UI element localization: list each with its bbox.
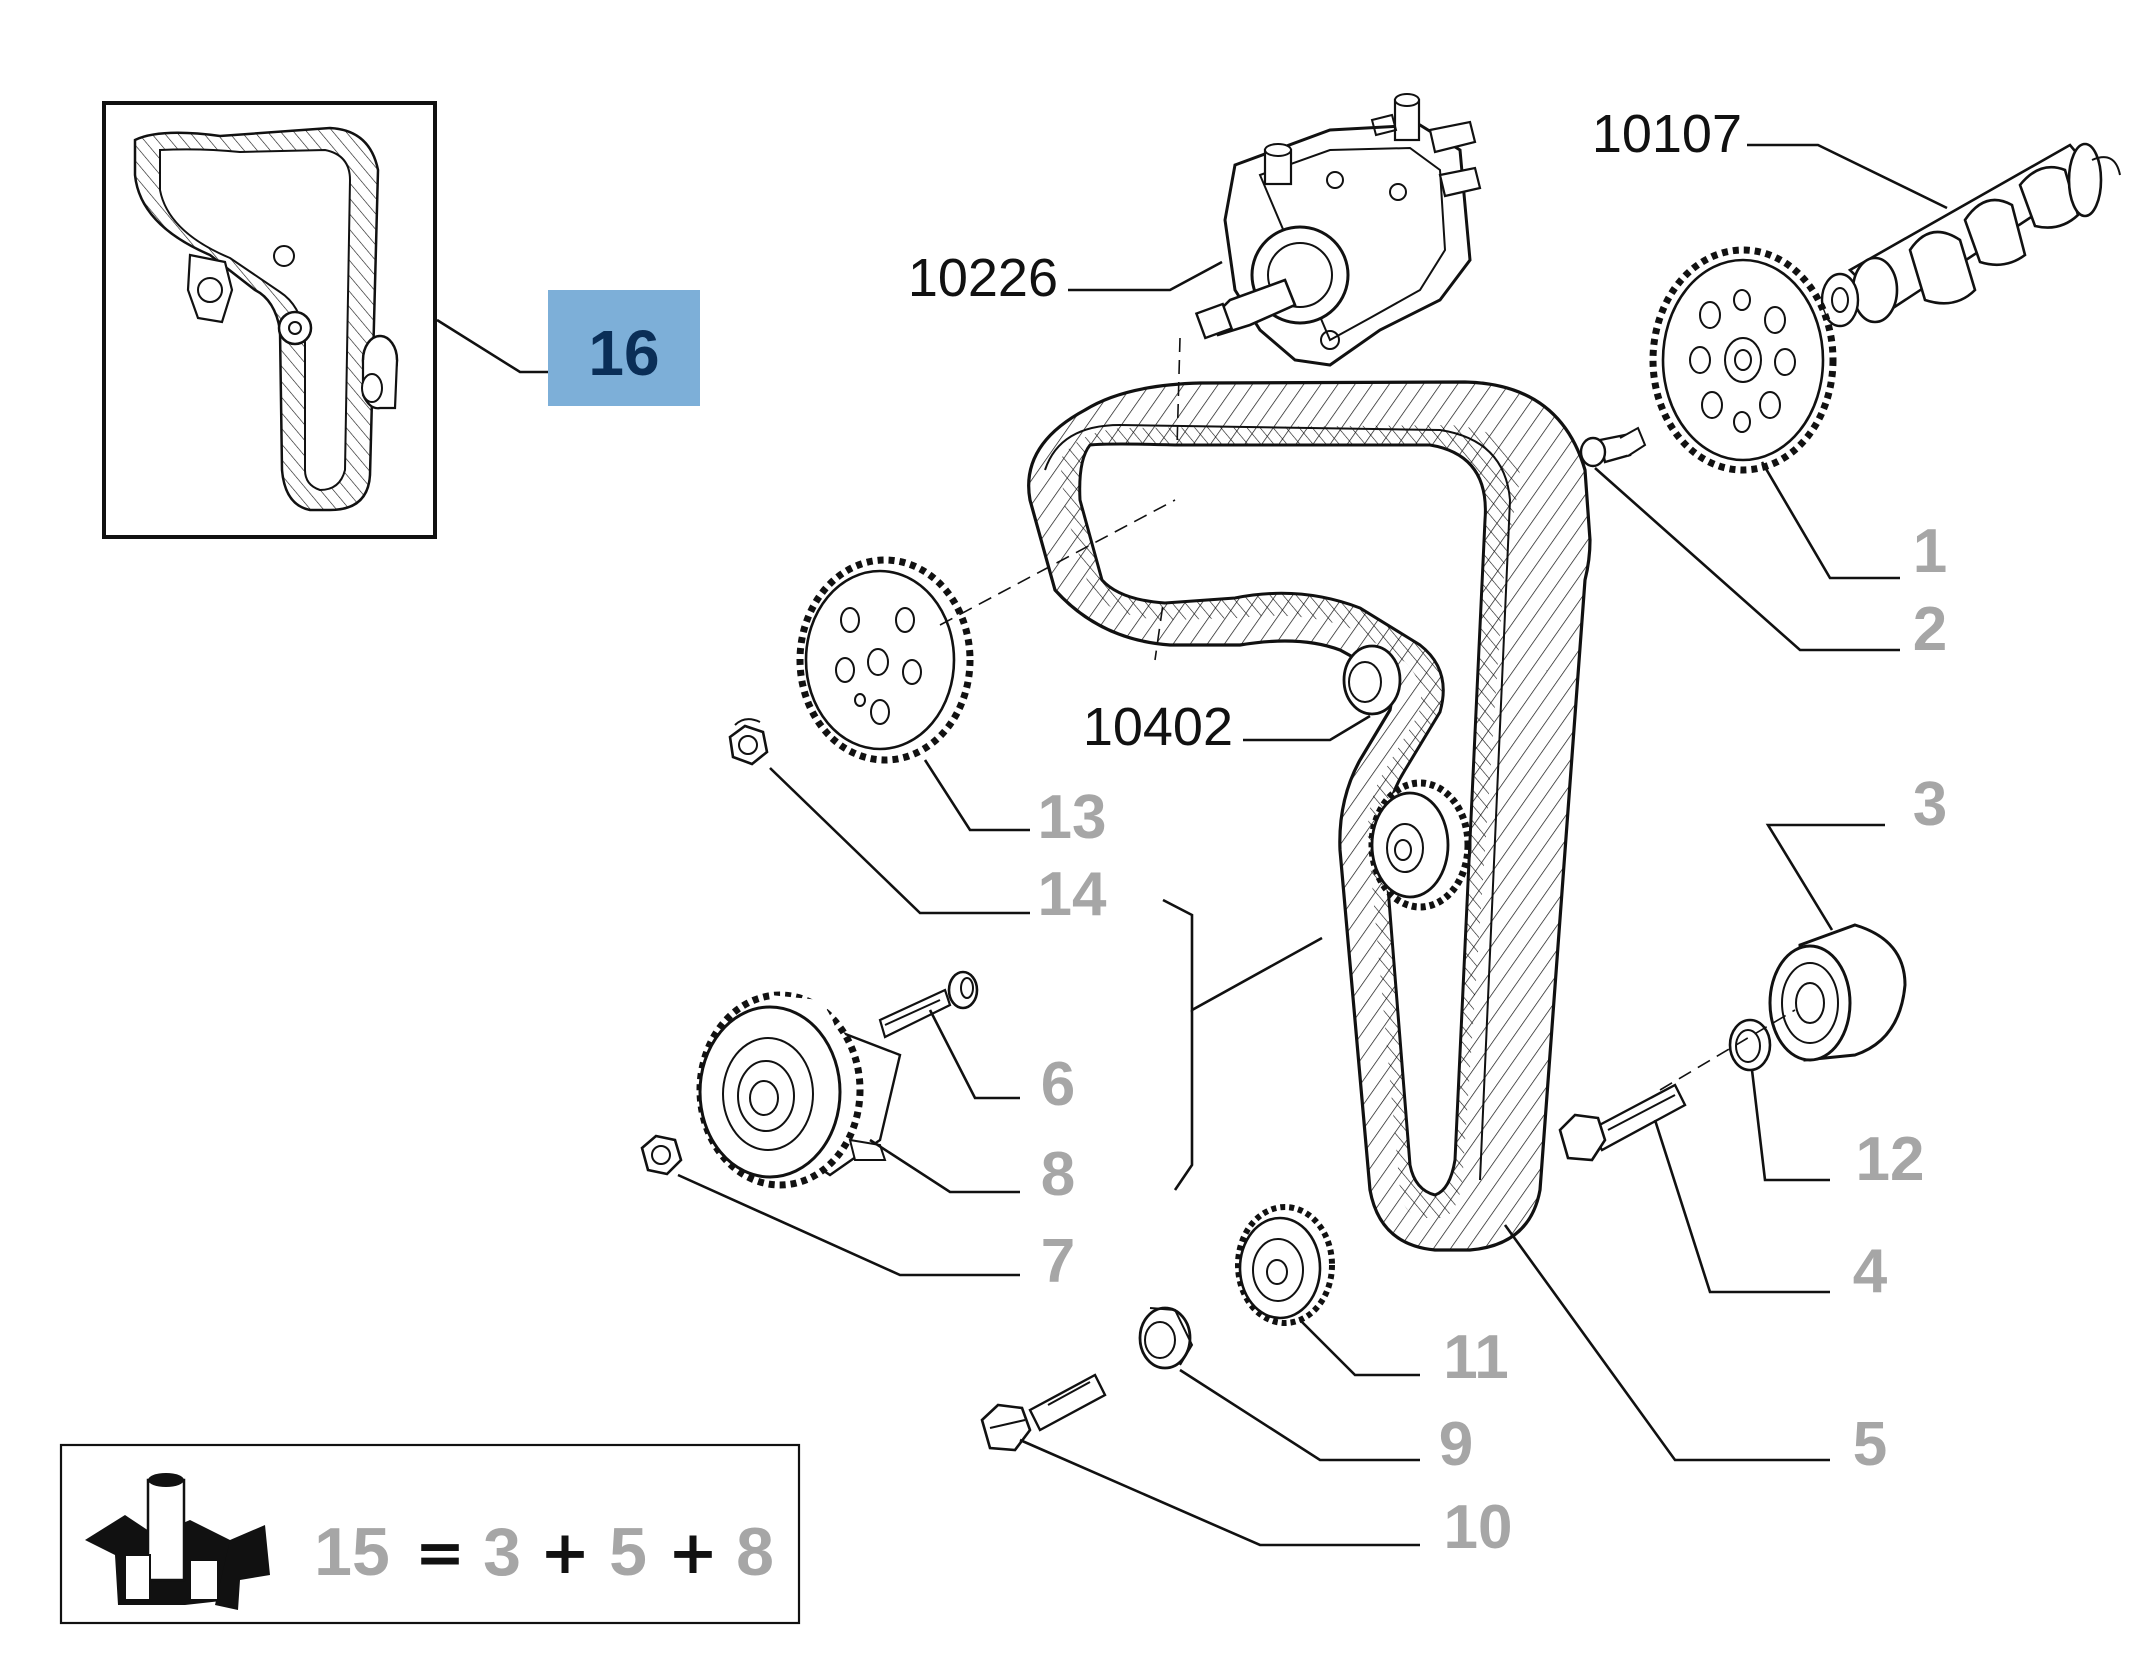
callout-3[interactable]: 3	[1913, 770, 1947, 839]
reference-10402[interactable]: 10402	[1083, 697, 1233, 757]
callout-2[interactable]: 2	[1913, 595, 1947, 664]
reference-10107[interactable]: 10107	[1592, 104, 1742, 164]
nut-7	[640, 1134, 683, 1176]
bolt-2	[1579, 426, 1647, 468]
kit-part-a: 3	[483, 1514, 521, 1590]
kit-part-c: 8	[736, 1514, 774, 1590]
roller-3	[1768, 923, 1907, 1062]
tensioner-pulley	[696, 991, 902, 1189]
callout-9[interactable]: 9	[1439, 1410, 1473, 1479]
kit-plus-2: +	[668, 1518, 718, 1588]
callout-5[interactable]: 5	[1853, 1410, 1887, 1479]
callout-10[interactable]: 10	[1444, 1493, 1513, 1562]
callout-16[interactable]: 16	[588, 317, 659, 389]
kit-legend: 15 = 3 + 5 + 8	[59, 1443, 801, 1625]
timing-belt	[1027, 380, 1592, 1252]
selected-callout-highlight	[548, 290, 700, 406]
mini-pump-icon	[186, 253, 234, 324]
kit-part-b: 5	[609, 1514, 647, 1590]
callout-6[interactable]: 6	[1041, 1050, 1075, 1119]
cam-sprocket	[1649, 246, 1837, 474]
mini-roller-icon	[361, 334, 399, 410]
pump-sprocket	[796, 556, 974, 764]
bolt-6	[878, 970, 979, 1039]
kit-total: 15	[314, 1514, 390, 1590]
callout-8[interactable]: 8	[1041, 1140, 1075, 1209]
kit-box-icon	[85, 1473, 270, 1610]
kit-inset[interactable]	[102, 101, 437, 539]
washer-12	[1728, 1018, 1772, 1072]
camshaft	[1820, 142, 2121, 328]
spacer-9	[1138, 1306, 1194, 1370]
nut-14	[728, 718, 769, 766]
injection-pump	[1194, 93, 1482, 367]
bolt-10	[980, 1373, 1107, 1452]
bolt-4	[1558, 1083, 1687, 1162]
reference-10226[interactable]: 10226	[908, 248, 1058, 308]
callout-14[interactable]: 14	[1038, 860, 1107, 929]
kit-equals: =	[415, 1518, 465, 1588]
callout-7[interactable]: 7	[1041, 1227, 1075, 1296]
idler-11	[1235, 1204, 1335, 1326]
callout-4[interactable]: 4	[1853, 1237, 1888, 1306]
callout-1[interactable]: 1	[1913, 517, 1947, 586]
callout-12[interactable]: 12	[1856, 1125, 1925, 1194]
callout-13[interactable]: 13	[1038, 783, 1107, 852]
callout-11[interactable]: 11	[1443, 1323, 1509, 1392]
kit-plus-1: +	[540, 1518, 590, 1588]
